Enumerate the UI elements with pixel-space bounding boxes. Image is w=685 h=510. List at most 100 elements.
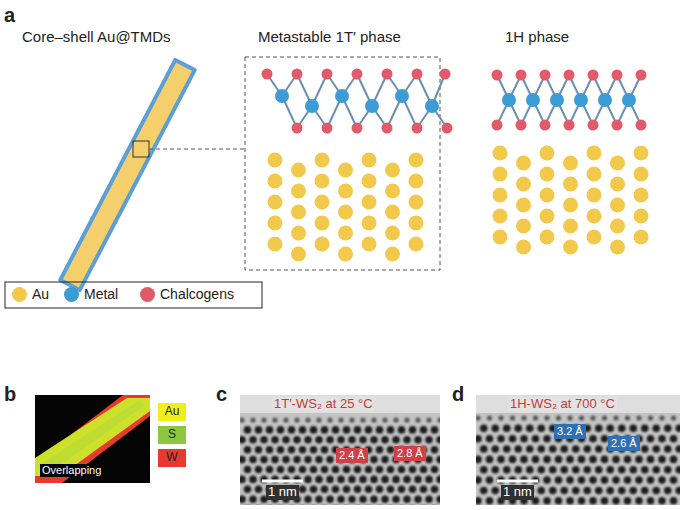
atom-column xyxy=(606,466,614,474)
atom-column xyxy=(365,466,373,474)
legend-text: S xyxy=(168,428,176,442)
chalcogen-atom xyxy=(588,120,599,131)
atom-column xyxy=(572,466,580,474)
atom-column xyxy=(549,466,557,474)
chalcogen-atom xyxy=(322,69,333,80)
au-atom xyxy=(634,230,649,245)
atom-column xyxy=(543,476,551,484)
atom-column xyxy=(249,436,257,444)
au-atom xyxy=(634,209,649,224)
atom-column xyxy=(641,425,649,433)
atom-column xyxy=(675,425,680,433)
atom-column xyxy=(618,425,626,433)
au-atom xyxy=(610,240,625,255)
atom-column xyxy=(647,476,655,484)
chalcogen-atom xyxy=(352,123,363,134)
1t-prime-structure xyxy=(262,69,453,262)
atom-column xyxy=(332,466,340,474)
atom-column xyxy=(629,466,637,474)
atom-column xyxy=(675,466,680,474)
atom-column xyxy=(240,456,246,464)
atom-column xyxy=(537,487,545,495)
chalcogen-atom xyxy=(492,120,503,131)
atom-column xyxy=(240,417,245,422)
atom-column xyxy=(360,417,365,422)
chalcogen-atom xyxy=(516,70,527,81)
atom-column xyxy=(271,456,279,464)
au-atom xyxy=(493,230,508,245)
atom-column xyxy=(244,466,252,474)
atom-column xyxy=(652,445,660,453)
atom-column xyxy=(283,417,288,422)
legend-swatch xyxy=(140,287,155,302)
atom-column xyxy=(437,417,440,422)
atom-column xyxy=(260,456,268,464)
legend-text: Metal xyxy=(84,286,118,302)
atom-column xyxy=(381,476,389,484)
atom-column xyxy=(537,445,545,453)
au-atom xyxy=(493,167,508,182)
au-atom xyxy=(610,198,625,213)
metal-atom xyxy=(574,93,588,107)
atom-column xyxy=(658,497,666,505)
atom-column xyxy=(612,476,620,484)
atom-column xyxy=(240,476,246,484)
au-atom xyxy=(516,177,531,192)
chalcogen-atom xyxy=(382,123,393,134)
atom-column xyxy=(555,476,563,484)
atom-column xyxy=(337,436,345,444)
legend-box xyxy=(5,282,262,308)
au-atom xyxy=(315,153,330,168)
atom-column xyxy=(426,417,431,422)
au-atom xyxy=(563,156,578,171)
atom-column xyxy=(370,495,378,503)
au-atom xyxy=(385,163,400,178)
atom-column xyxy=(299,446,307,454)
chalcogen-atom xyxy=(612,120,623,131)
atom-column xyxy=(595,425,603,433)
atom-column xyxy=(647,435,655,443)
atom-column xyxy=(491,466,499,474)
au-atom xyxy=(540,167,555,182)
atom-column xyxy=(337,495,345,503)
atom-column xyxy=(343,486,351,494)
atom-column xyxy=(659,415,664,420)
atom-column xyxy=(359,476,367,484)
atom-column xyxy=(415,417,420,422)
atom-column xyxy=(664,425,672,433)
atom-column xyxy=(652,487,660,495)
eds-band xyxy=(35,398,150,476)
atom-column xyxy=(332,426,340,434)
au-atom xyxy=(385,247,400,262)
metal-atom xyxy=(395,89,409,103)
atom-column xyxy=(589,456,597,464)
atom-column xyxy=(589,476,597,484)
atom-column xyxy=(288,426,296,434)
atom-column xyxy=(288,466,296,474)
chalcogen-atom xyxy=(516,120,527,131)
au-atom xyxy=(362,195,377,210)
atom-column xyxy=(556,415,561,420)
tem-image xyxy=(476,395,680,505)
atom-column xyxy=(392,476,400,484)
atom-column xyxy=(376,486,384,494)
atom-column xyxy=(277,466,285,474)
au-atom xyxy=(385,205,400,220)
atom-column xyxy=(299,486,307,494)
legend-swatch xyxy=(12,287,27,302)
au-atom xyxy=(362,153,377,168)
au-atom xyxy=(493,188,508,203)
metal-atom xyxy=(502,93,516,107)
au-atom xyxy=(338,184,353,199)
atom-column xyxy=(601,456,609,464)
atom-column xyxy=(436,476,440,484)
atom-column xyxy=(387,426,395,434)
atom-column xyxy=(537,425,545,433)
atom-column xyxy=(514,425,522,433)
atom-column xyxy=(572,487,580,495)
atom-column xyxy=(549,445,557,453)
atom-column xyxy=(376,446,384,454)
label: 1T′-WS₂ at 25 °C xyxy=(272,397,375,412)
chalcogen-atom xyxy=(588,70,599,81)
atom-column xyxy=(266,466,274,474)
